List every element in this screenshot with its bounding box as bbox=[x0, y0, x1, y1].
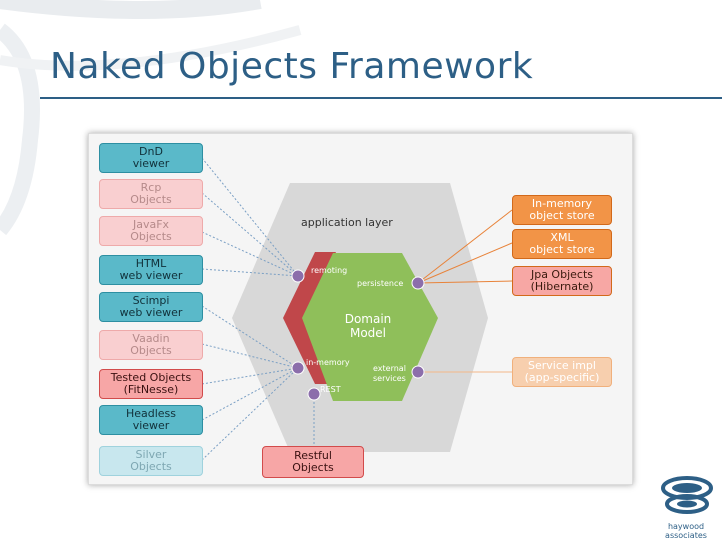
viewer-box-silver: Silver Objects bbox=[99, 446, 203, 476]
slide-title: Naked Objects Framework bbox=[50, 46, 534, 87]
viewer-box-tested-objects: Tested Objects (FitNesse) bbox=[99, 369, 203, 399]
connector-xml bbox=[417, 242, 513, 284]
store-box-in-memory: In-memory object store bbox=[512, 195, 612, 225]
domain-model-label: Domain Model bbox=[344, 312, 392, 340]
connector-jpa bbox=[417, 280, 513, 284]
viewer-box-vaadin: Vaadin Objects bbox=[99, 330, 203, 360]
connector-inmemory bbox=[417, 209, 513, 284]
viewer-box-headless: Headless viewer bbox=[99, 405, 203, 435]
viewer-box-html: HTML web viewer bbox=[99, 255, 203, 285]
viewer-box-dnd: DnD viewer bbox=[99, 143, 203, 173]
viewer-box-javafx: JavaFx Objects bbox=[99, 216, 203, 246]
port-in-memory bbox=[291, 361, 305, 375]
connector-dnd bbox=[201, 157, 299, 277]
port-persistence bbox=[411, 276, 425, 290]
viewer-box-rcp: Rcp Objects bbox=[99, 179, 203, 209]
remoting-label: remoting bbox=[311, 266, 348, 275]
connector-vaadin bbox=[201, 343, 299, 369]
haywood-logo-icon bbox=[661, 476, 713, 514]
connector-javafx bbox=[201, 231, 299, 277]
logo-text: haywood associates bbox=[665, 522, 707, 540]
port-rest bbox=[307, 387, 321, 401]
connector-html bbox=[201, 268, 299, 277]
port-external bbox=[411, 365, 425, 379]
persistence-label: persistence bbox=[357, 279, 404, 288]
store-box-xml: XML object store bbox=[512, 229, 612, 259]
domain-model-hexagon bbox=[302, 253, 438, 401]
application-layer-label: application layer bbox=[301, 216, 393, 229]
store-connectors bbox=[417, 209, 513, 373]
in-memory-label: in-memory bbox=[306, 358, 350, 367]
external-services-label: external services bbox=[373, 364, 406, 383]
title-rule bbox=[40, 97, 722, 99]
rest-label: REST bbox=[320, 385, 341, 394]
port-remoting bbox=[291, 269, 305, 283]
restful-objects-box: Restful Objects bbox=[262, 446, 364, 478]
store-box-service-impl: Service impl (app-specific) bbox=[512, 357, 612, 387]
remoting-band bbox=[283, 252, 336, 384]
viewer-box-scimpi: Scimpi web viewer bbox=[99, 292, 203, 322]
connector-tested bbox=[201, 367, 299, 385]
viewer-connectors bbox=[201, 157, 315, 461]
connector-scimpi bbox=[201, 305, 299, 369]
connector-rcp bbox=[201, 192, 299, 277]
store-box-jpa: Jpa Objects (Hibernate) bbox=[512, 266, 612, 296]
